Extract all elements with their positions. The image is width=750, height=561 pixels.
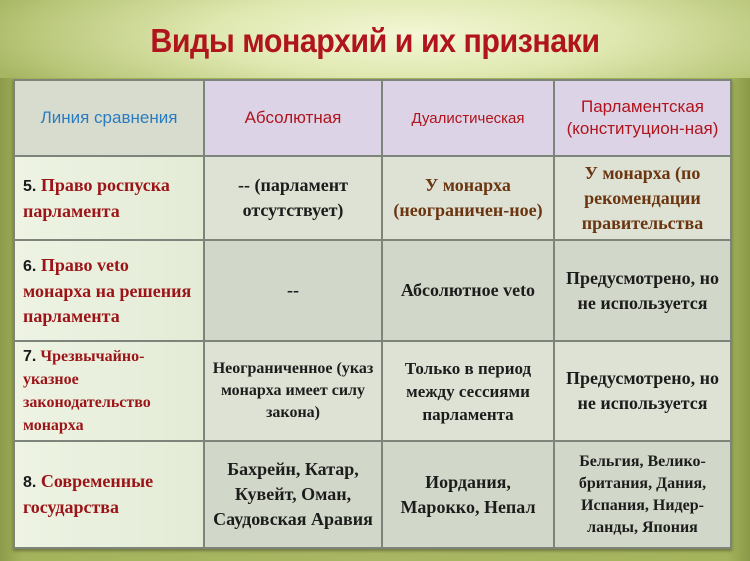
row-number: 8. [23, 474, 37, 491]
cell-parliamentary: У монарха (по рекомендации правительства [553, 155, 732, 241]
row-number: 6. [23, 257, 37, 275]
cell-parliamentary: Предусмотрено, но не используется [553, 239, 732, 342]
row-label-text: Право роспуска парламента [23, 174, 170, 221]
cell-absolute: Бахрейн, Катар, Кувейт, Оман, Саудовская… [203, 440, 383, 549]
header-band [0, 0, 750, 78]
row-label: 5. Право роспуска парламента [13, 155, 205, 241]
cell-dualistic: У монарха (неограничен-ное) [381, 155, 555, 241]
row-label: 6. Право veto монарха на решения парламе… [13, 239, 205, 342]
table-header-row: Линия сравнения Абсолютная Дуалистическа… [13, 79, 732, 157]
page-title: Виды монархий и их признаки [150, 22, 600, 59]
cell-parliamentary: Бельгия, Велико-британия, Дания, Испания… [553, 440, 732, 549]
row-label: 8. Современные государства [13, 440, 205, 549]
row-label-text: Право veto монарха на решения парламента [23, 254, 192, 326]
table-row: 5. Право роспуска парламента -- (парламе… [13, 155, 732, 241]
cell-absolute: -- (парламент отсутствует) [203, 155, 383, 241]
cell-dualistic: Абсолютное veto [381, 239, 555, 342]
row-label-text: Современные государства [23, 471, 154, 517]
header-absolute: Абсолютная [203, 79, 383, 157]
cell-dualistic: Только в период между сессиями парламент… [381, 340, 555, 442]
cell-parliamentary: Предусмотрено, но не используется [553, 340, 732, 442]
cell-absolute: -- [203, 239, 383, 342]
header-dualistic: Дуалистическая [381, 79, 555, 157]
row-number: 5. [23, 177, 37, 195]
row-label-text: Чрезвычайно-указное законодательство мон… [23, 348, 151, 434]
row-label: 7. Чрезвычайно-указное законодательство … [13, 340, 205, 442]
cell-absolute: Неограниченное (указ монарха имеет силу … [203, 340, 383, 442]
monarchy-comparison-table: Линия сравнения Абсолютная Дуалистическа… [13, 79, 732, 549]
cell-dualistic: Иордания, Марокко, Непал [381, 440, 555, 549]
table-row: 6. Право veto монарха на решения парламе… [13, 239, 732, 342]
table-row: 7. Чрезвычайно-указное законодательство … [13, 340, 732, 442]
header-parliamentary: Парламентская (конституцион-ная) [553, 79, 732, 157]
row-number: 7. [23, 348, 37, 365]
table-row: 8. Современные государства Бахрейн, Ката… [13, 440, 732, 549]
header-comparison-line: Линия сравнения [13, 79, 205, 157]
